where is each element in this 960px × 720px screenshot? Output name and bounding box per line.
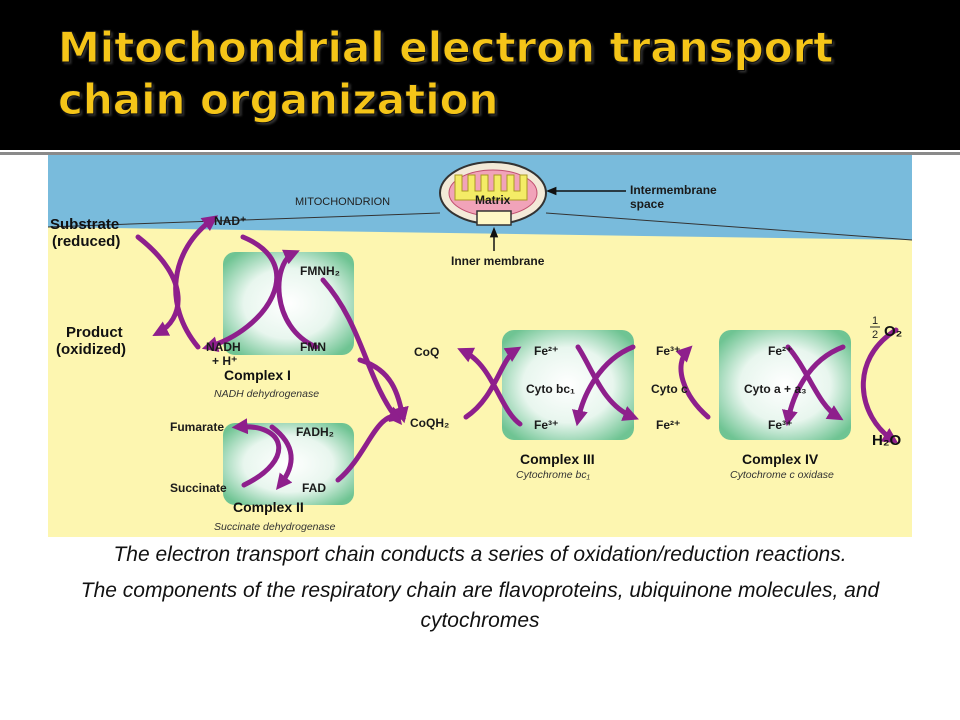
fadh2-label: FADH₂ [296, 425, 334, 439]
inner-membrane-label: Inner membrane [451, 254, 545, 268]
complex-4-name: Complex IV [742, 451, 819, 467]
intermembrane-label-2: space [630, 197, 664, 211]
product-label-2: (oxidized) [56, 341, 126, 358]
cytoc-fe2-label: Fe²⁺ [656, 418, 680, 432]
nadh-label-1: NADH [206, 340, 241, 354]
half-denominator: 2 [872, 329, 878, 341]
coq-label: CoQ [414, 345, 439, 359]
arc-fad-to-fadh2 [269, 424, 294, 490]
complex-3-fe3-label: Fe³⁺ [534, 418, 558, 432]
intermembrane-label-1: Intermembrane [630, 183, 717, 197]
fmnh2-label: FMNH₂ [300, 264, 340, 278]
arc-coqh2-to-complex3 [463, 346, 522, 420]
arc-complex3-fe2 [575, 344, 639, 421]
arc-complex3-to-coq [457, 347, 523, 427]
title-divider [0, 152, 960, 155]
fumarate-label: Fumarate [170, 420, 224, 434]
fad-label: FAD [302, 481, 326, 495]
nad-plus-label: NAD⁺ [214, 214, 246, 228]
caption-redox: The electron transport chain conducts a … [113, 543, 847, 566]
arc-complex4-fe2 [785, 344, 844, 421]
complex-3-fe2-label: Fe²⁺ [534, 344, 558, 358]
arc-nadh-to-fmnh2 [201, 234, 280, 352]
caption-components: The components of the respiratory chain … [80, 579, 880, 632]
zoom-line-right [545, 212, 912, 241]
cytoc-label: Cyto c [651, 382, 688, 396]
arc-fmnh2-to-coq [320, 277, 402, 426]
mitochondrion-icon [439, 161, 547, 226]
complex-4-fe2-label: Fe²⁺ [768, 344, 792, 358]
slide-title: Mitochondrial electron transport chain o… [58, 23, 834, 125]
zoom-line-left [48, 212, 441, 228]
arc-nadh-to-nad [173, 215, 219, 350]
complex-1-box [223, 252, 354, 355]
nadh-label-2: + H⁺ [212, 354, 237, 368]
complex-4-enzyme: Cytochrome c oxidase [730, 469, 834, 481]
arc-fmnh2-to-fmn [276, 249, 319, 350]
product-label-1: Product [66, 324, 123, 341]
arc-succinate-to-fumarate [231, 418, 282, 488]
complex-1-enzyme: NADH dehydrogenase [214, 388, 319, 400]
arc-fadh2-to-coq [335, 406, 407, 483]
complex-3-box [502, 330, 634, 440]
complex-3-cyto-label: Cyto bc₁ [526, 382, 575, 396]
arc-complex3-fe3 [572, 344, 636, 427]
cytoc-fe3-label: Fe³⁺ [656, 344, 680, 358]
arc-complex4-fe3 [782, 344, 846, 427]
complex-4-fe3-label: Fe³⁺ [768, 418, 792, 432]
etc-diagram: MITOCHONDRION Matrix Intermembrane space… [48, 155, 912, 537]
o2-label: O₂ [884, 323, 902, 340]
title-bar: Mitochondrial electron transport chain o… [0, 0, 960, 150]
fmn-label: FMN [300, 340, 326, 354]
complex-3-enzyme: Cytochrome bc₁ [516, 469, 591, 481]
arc-coq-to-coqh2 [357, 357, 409, 424]
complex-2-enzyme: Succinate dehydrogenase [214, 521, 336, 533]
substrate-label-2: (reduced) [52, 233, 120, 250]
h2o-label: H₂O [872, 432, 901, 449]
complex-2-name: Complex II [233, 499, 304, 515]
complex-4-box [719, 330, 851, 440]
complex-3-name: Complex III [520, 451, 595, 467]
arc-o2-to-h2o [860, 327, 899, 444]
arc-cytoc-fe2-to-fe3 [675, 345, 711, 420]
succinate-label: Succinate [170, 481, 227, 495]
coqh2-label: CoQH₂ [410, 416, 449, 430]
complex-1-name: Complex I [224, 367, 291, 383]
caption-area: The electron transport chain conducts a … [40, 540, 920, 642]
mitochondrion-label: MITOCHONDRION [295, 196, 390, 208]
substrate-label-1: Substrate [50, 216, 119, 233]
matrix-label: Matrix [475, 193, 511, 207]
half-numerator: 1 [872, 315, 878, 327]
complex-4-cyto-label: Cyto a + a₃ [744, 382, 807, 396]
